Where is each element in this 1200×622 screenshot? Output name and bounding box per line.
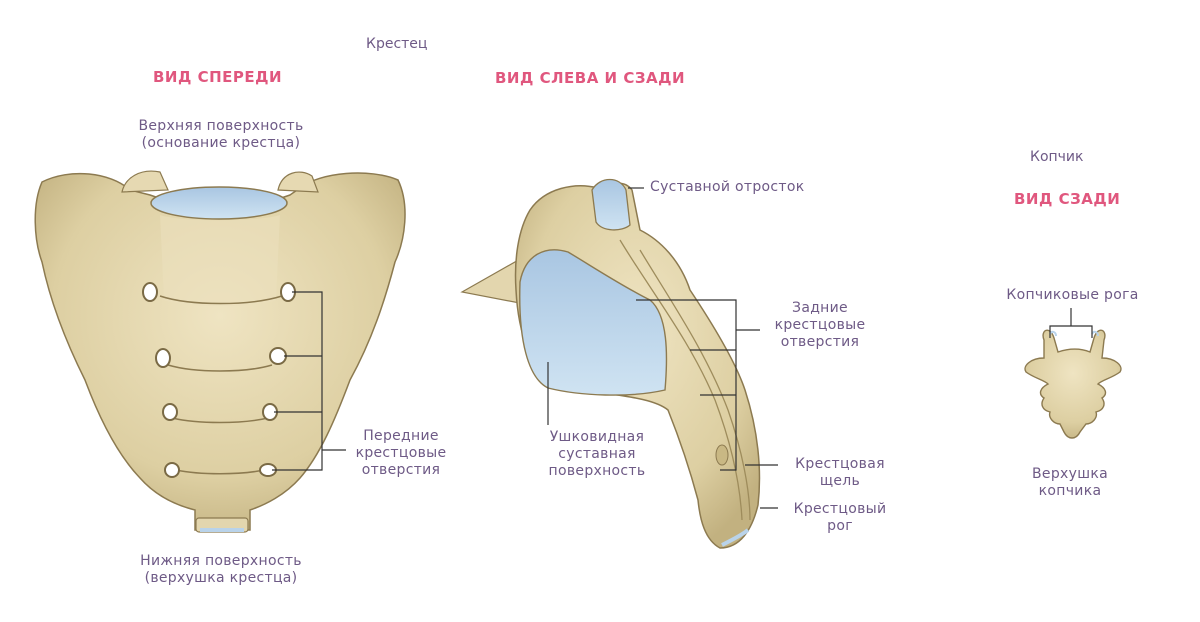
- coccyx-title: Копчик: [1030, 149, 1084, 165]
- coccyx-apex-line1: Верхушка: [1032, 466, 1108, 482]
- lower-surface-line1: Нижняя поверхность: [140, 553, 302, 569]
- auricular-surface-line2: суставная: [558, 446, 636, 462]
- anterior-foramina-line1: Передние: [363, 428, 439, 444]
- sacral-horn-line1: Крестцовый: [793, 501, 887, 517]
- sacral-hiatus-line2: щель: [819, 473, 861, 489]
- upper-surface-line1: Верхняя поверхность: [138, 118, 304, 134]
- sacrum-title: Крестец: [366, 36, 428, 52]
- coccygeal-horns-label: Копчиковые рога: [1006, 287, 1139, 303]
- sacral-hiatus-label: Крестцовая щель: [780, 456, 900, 490]
- sacrum-side-view: [460, 178, 778, 549]
- sacral-horn-label: Крестцовый рог: [780, 501, 900, 535]
- sacral-horn-line2: рог: [827, 518, 853, 534]
- posterior-foramina-line2: крестцовые: [774, 317, 866, 333]
- anterior-foramina-line2: крестцовые: [355, 445, 447, 461]
- auricular-surface-line3: поверхность: [548, 463, 646, 479]
- coccyx-apex-line2: копчика: [1038, 483, 1102, 499]
- articular-process-label: Суставной отросток: [650, 179, 805, 195]
- posterior-foramina-line3: отверстия: [780, 334, 860, 350]
- coccyx-back-view: [1024, 308, 1122, 439]
- left-back-view-heading: ВИД СЛЕВА И СЗАДИ: [495, 69, 686, 87]
- auricular-surface-line1: Ушковидная: [549, 429, 645, 445]
- sacral-hiatus-line1: Крестцовая: [795, 456, 885, 472]
- posterior-foramina-label: Задние крестцовые отверстия: [760, 300, 880, 351]
- auricular-surface-label: Ушковидная суставная поверхность: [532, 429, 662, 480]
- sacrum-front-view: [34, 170, 406, 533]
- lower-surface-label: Нижняя поверхность (верхушка крестца): [118, 553, 324, 587]
- upper-surface-label: Верхняя поверхность (основание крестца): [118, 118, 324, 152]
- upper-surface-line2: (основание крестца): [141, 135, 301, 151]
- back-view-heading: ВИД СЗАДИ: [1014, 190, 1121, 208]
- anterior-foramina-label: Передние крестцовые отверстия: [346, 428, 456, 479]
- coccyx-apex-label: Верхушка копчика: [1010, 466, 1130, 500]
- lower-surface-line2: (верхушка крестца): [144, 570, 298, 586]
- front-view-heading: ВИД СПЕРЕДИ: [153, 68, 283, 86]
- posterior-foramina-line1: Задние: [792, 300, 848, 316]
- anterior-foramina-line3: отверстия: [361, 462, 441, 478]
